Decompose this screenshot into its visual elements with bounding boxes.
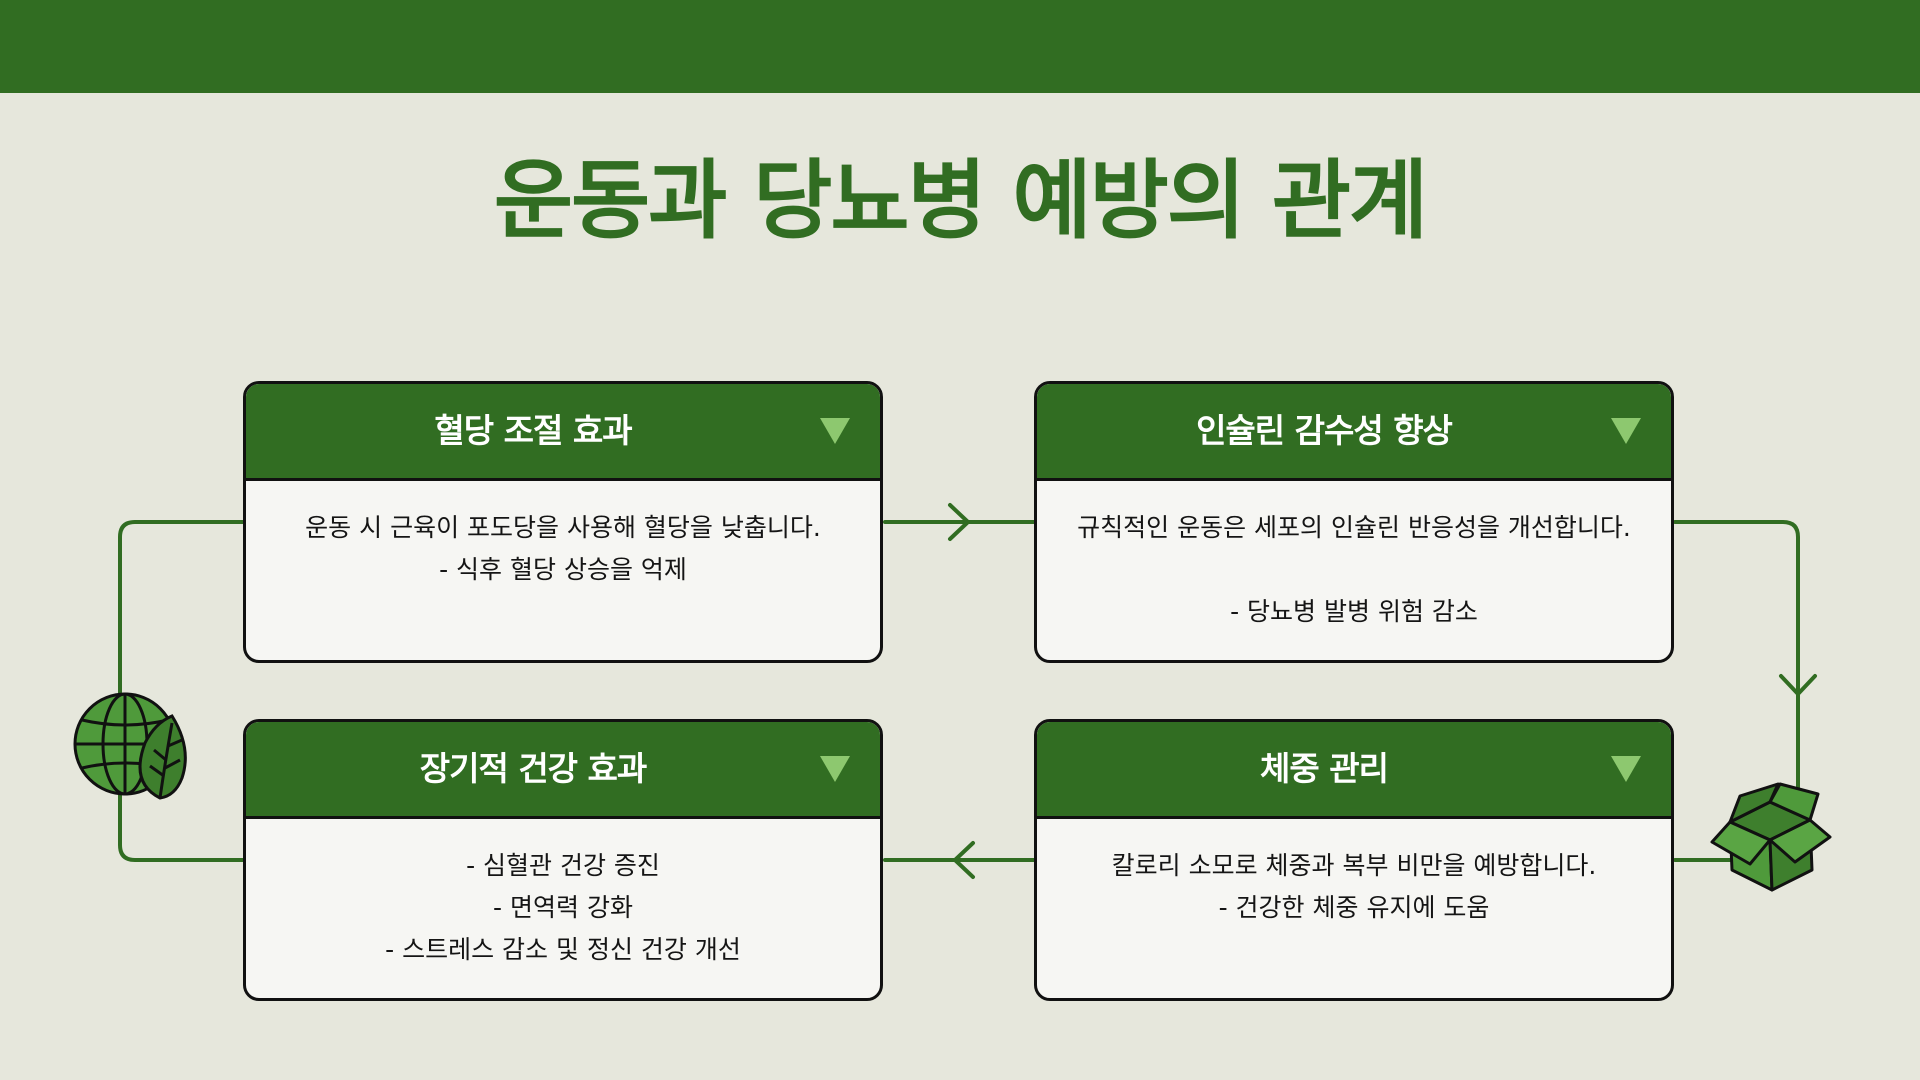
triangle-down-icon[interactable]	[1611, 756, 1641, 782]
card-weight-management: 체중 관리 칼로리 소모로 체중과 복부 비만을 예방합니다. - 건강한 체중…	[1034, 719, 1674, 1001]
card-line: - 건강한 체중 유지에 도움	[1218, 893, 1490, 922]
card-header: 장기적 건강 효과	[246, 722, 880, 819]
card-line: 칼로리 소모로 체중과 복부 비만을 예방합니다.	[1111, 851, 1597, 880]
card-header: 혈당 조절 효과	[246, 384, 880, 481]
card-line	[1057, 549, 1651, 591]
top-banner	[0, 0, 1920, 93]
card-header: 체중 관리	[1037, 722, 1671, 819]
card-insulin-sensitivity: 인슐린 감수성 향상 규칙적인 운동은 세포의 인슐린 반응성을 개선합니다. …	[1034, 381, 1674, 663]
card-line: - 당뇨병 발병 위험 감소	[1230, 597, 1478, 626]
card-line: 운동 시 근육이 포도당을 사용해 혈당을 낮춥니다.	[305, 513, 821, 542]
card-title: 체중 관리	[1260, 749, 1389, 788]
triangle-down-icon[interactable]	[820, 418, 850, 444]
connector-3-1	[118, 520, 247, 862]
card-line: - 스트레스 감소 및 정신 건강 개선	[385, 935, 741, 964]
arrow-left-icon	[953, 841, 975, 879]
card-title: 혈당 조절 효과	[434, 411, 632, 450]
card-line: - 심혈관 건강 증진	[466, 851, 660, 880]
open-box-icon	[1710, 782, 1832, 892]
triangle-down-icon[interactable]	[820, 756, 850, 782]
card-body: 운동 시 근육이 포도당을 사용해 혈당을 낮춥니다. - 식후 혈당 상승을 …	[246, 481, 880, 633]
card-long-term-health: 장기적 건강 효과 - 심혈관 건강 증진 - 면역력 강화 - 스트레스 감소…	[243, 719, 883, 1001]
arrow-down-icon	[1779, 674, 1817, 696]
triangle-down-icon[interactable]	[1611, 418, 1641, 444]
card-line	[1057, 929, 1651, 971]
arrow-right-icon	[948, 503, 970, 541]
card-title: 인슐린 감수성 향상	[1196, 411, 1453, 450]
card-title: 장기적 건강 효과	[419, 749, 648, 788]
card-body: 칼로리 소모로 체중과 복부 비만을 예방합니다. - 건강한 체중 유지에 도…	[1037, 819, 1671, 971]
card-blood-sugar: 혈당 조절 효과 운동 시 근육이 포도당을 사용해 혈당을 낮춥니다. - 식…	[243, 381, 883, 663]
card-body: - 심혈관 건강 증진 - 면역력 강화 - 스트레스 감소 및 정신 건강 개…	[246, 819, 880, 971]
globe-leaf-icon	[73, 692, 187, 800]
card-line	[266, 591, 860, 633]
page-title: 운동과 당뇨병 예방의 관계	[493, 151, 1428, 251]
card-line: - 면역력 강화	[493, 893, 633, 922]
card-body: 규칙적인 운동은 세포의 인슐린 반응성을 개선합니다. - 당뇨병 발병 위험…	[1037, 481, 1671, 633]
card-line: 규칙적인 운동은 세포의 인슐린 반응성을 개선합니다.	[1077, 513, 1631, 542]
card-line: - 식후 혈당 상승을 억제	[439, 555, 687, 584]
card-header: 인슐린 감수성 향상	[1037, 384, 1671, 481]
